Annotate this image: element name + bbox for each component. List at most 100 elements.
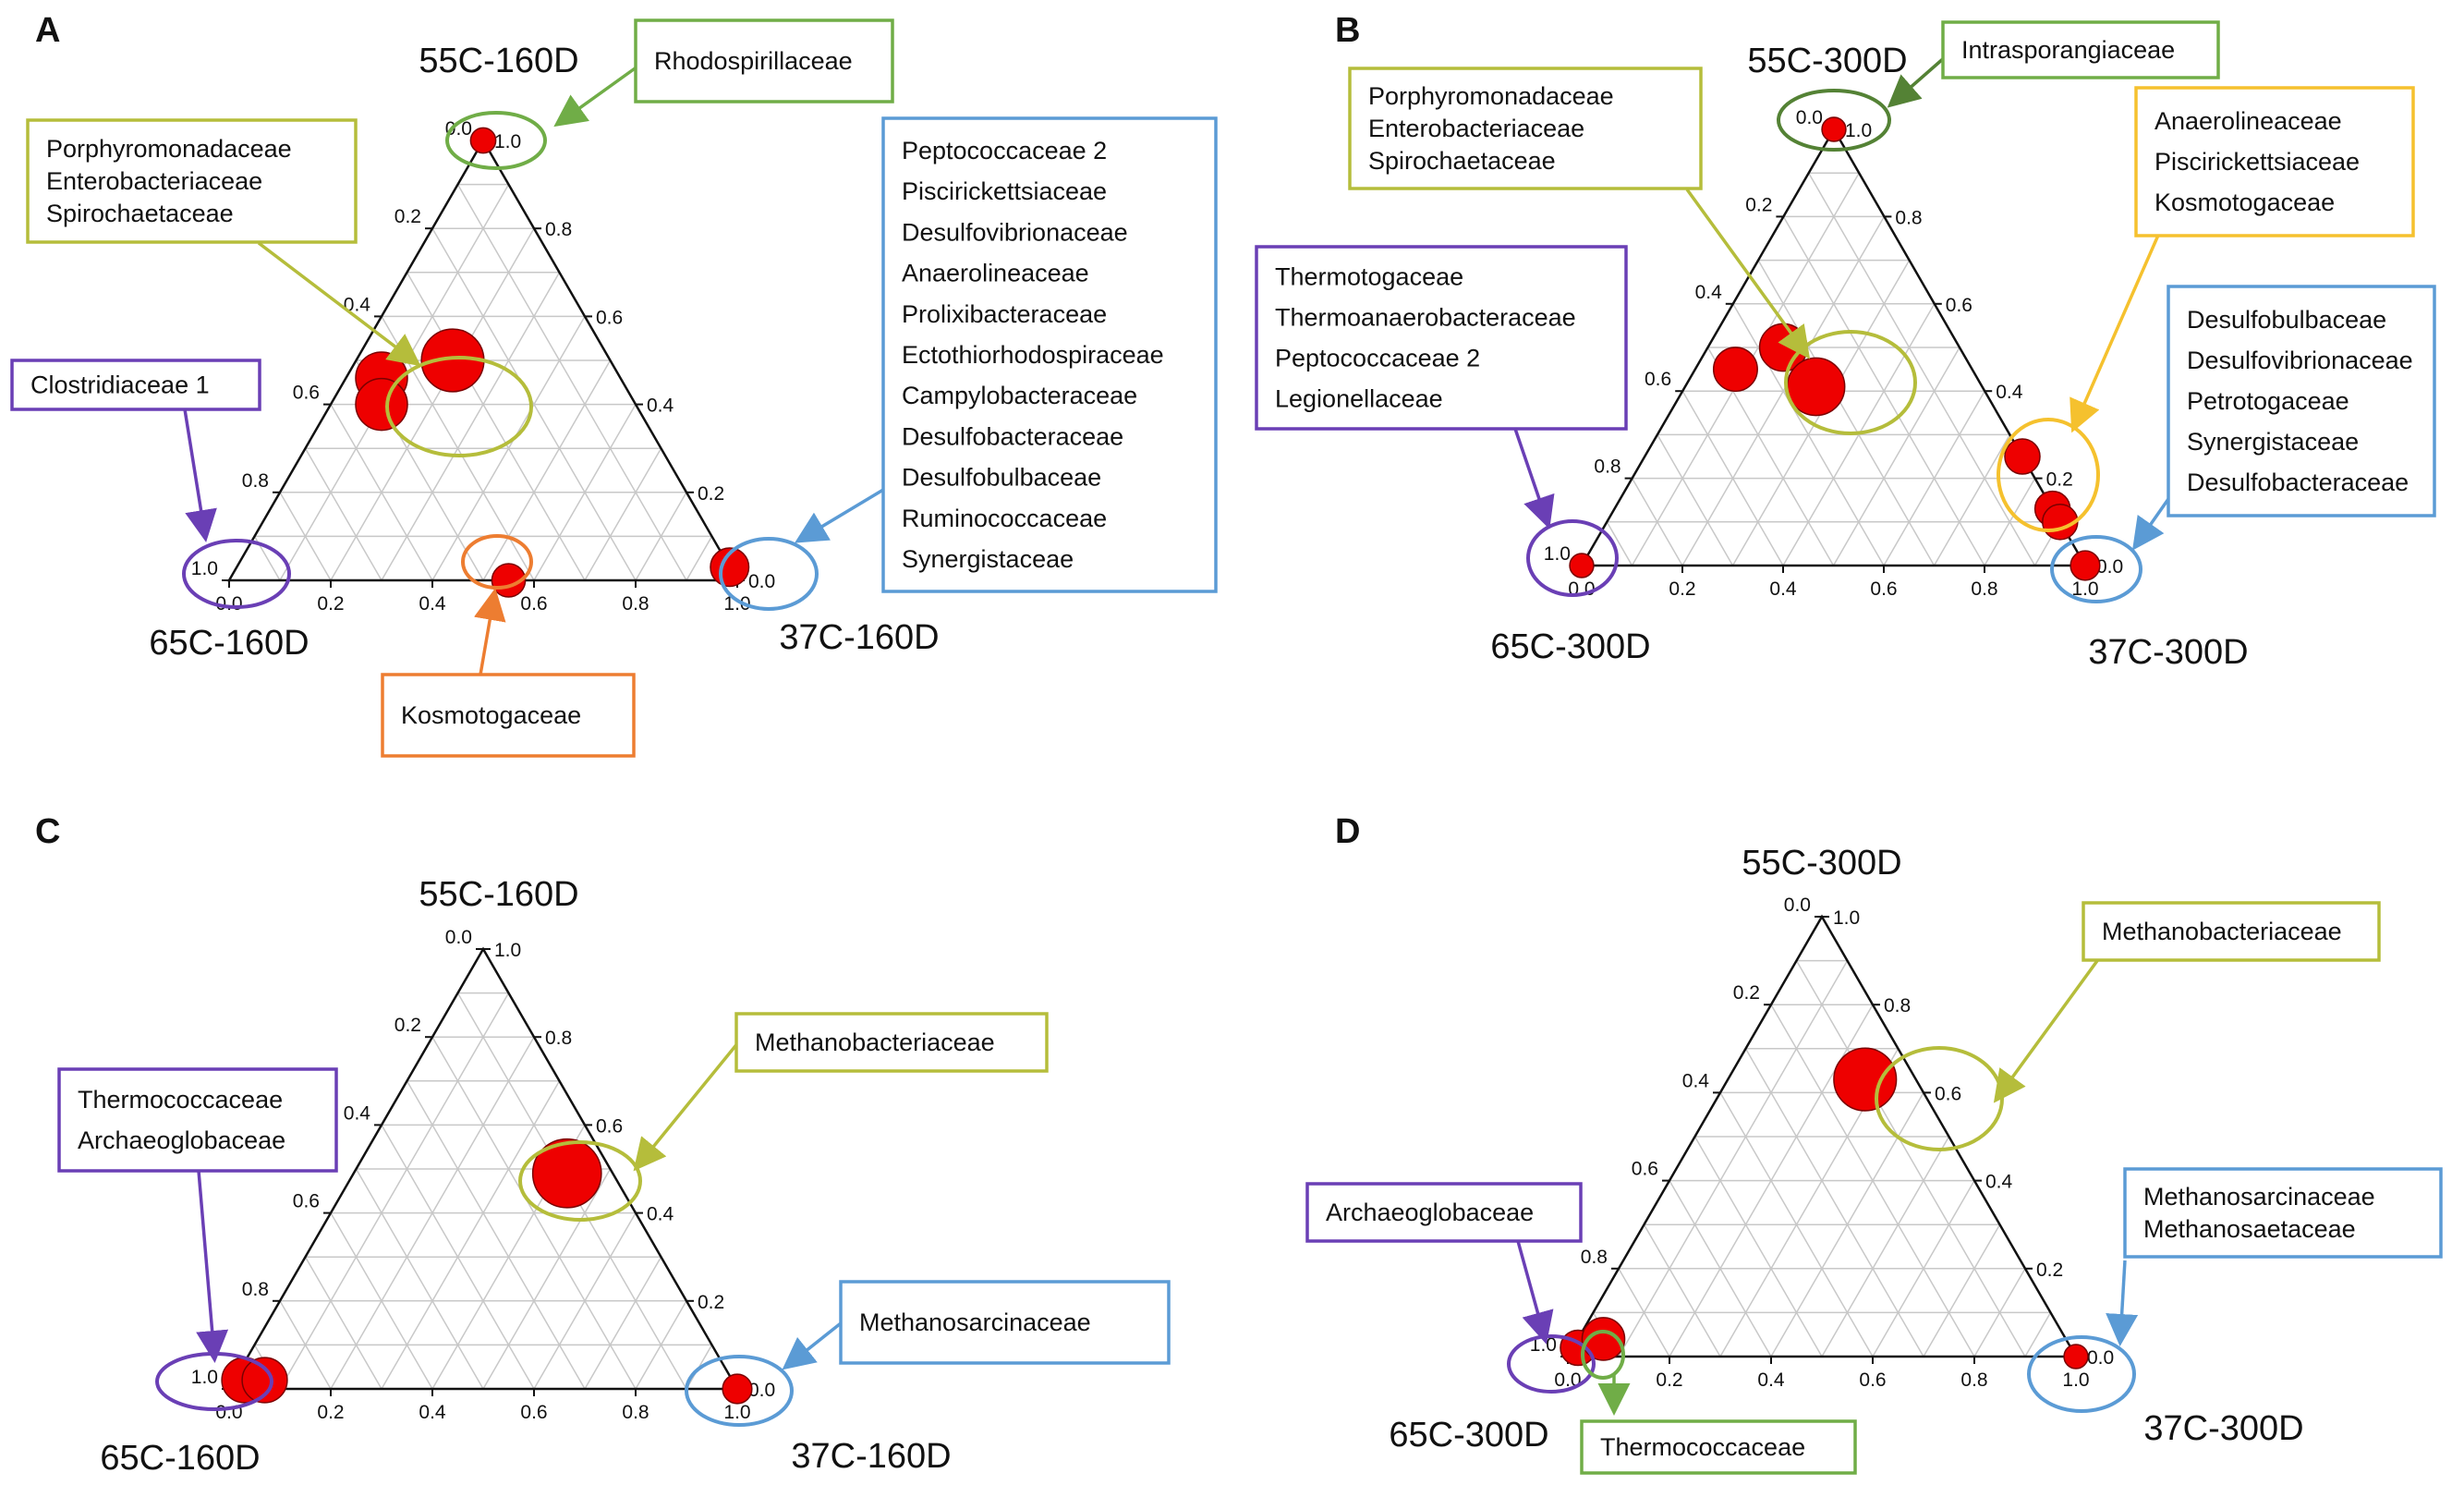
group-ellipse [685, 1355, 794, 1427]
tick-label-left: 1.0 [1544, 543, 1571, 565]
grid-line [584, 447, 662, 581]
grid-line [1643, 1223, 1721, 1357]
grid-line [330, 1212, 433, 1390]
tick-label-right: 0.0 [748, 1380, 775, 1401]
tick-label-left: 0.0 [445, 118, 472, 140]
grid-line [1770, 1004, 1975, 1357]
family-name: Thermoanaerobacteraceae [1275, 304, 1576, 332]
grid-lines [253, 183, 713, 581]
tick-label-right: 0.8 [545, 219, 572, 240]
family-name: Anaerolineaceae [902, 260, 1089, 287]
tick-label-right: 0.4 [1996, 382, 2023, 403]
tick-label-right: 0.2 [698, 1292, 724, 1313]
tick-label-left: 0.6 [1645, 369, 1671, 390]
grid-line [1757, 260, 1936, 566]
corner-label-left: 65C-300D [1389, 1416, 1548, 1455]
grid-lines [1592, 959, 2052, 1357]
tick-label-left: 0.8 [1581, 1247, 1608, 1268]
family-name: Methanosarcinaceae [859, 1309, 1091, 1336]
family-name: Thermococcaceae [1600, 1433, 1805, 1461]
family-name: Anaerolineaceae [2154, 107, 2342, 135]
callout-arrow [257, 241, 421, 367]
data-point [1712, 347, 1758, 393]
family-name: Methanosarcinaceae [2143, 1183, 2375, 1211]
family-name: Methanobacteriaceae [755, 1029, 995, 1056]
family-box [634, 18, 894, 103]
grid-line [1681, 390, 1784, 566]
grid-line [1618, 1268, 1670, 1357]
tick-label-right: 0.6 [1946, 295, 1972, 316]
corner-label-left: 65C-300D [1490, 627, 1650, 666]
grid-line [686, 536, 713, 581]
tick-label-left: 1.0 [191, 558, 218, 579]
data-point [1786, 357, 1846, 417]
data-point [1569, 553, 1595, 578]
tick-label-right: 0.4 [647, 1204, 674, 1225]
callout-arrow [1516, 1240, 1554, 1345]
family-name: Desulfobacteraceae [2187, 469, 2409, 496]
grid-line [431, 1036, 637, 1390]
group-ellipse [385, 356, 533, 457]
family-name: Petrotogaceae [2187, 387, 2349, 415]
tick-label-bottom: 0.6 [520, 1402, 547, 1423]
family-name: Synergistaceae [2187, 428, 2359, 456]
callout-arrow [633, 1040, 741, 1172]
tick-label-right: 0.6 [596, 307, 623, 328]
tick-label-bottom: 1.0 [723, 593, 750, 615]
tick-label-left: 1.0 [191, 1367, 218, 1388]
family-name: Enterobacteriaceae [1368, 115, 1584, 142]
grid-line [1657, 434, 1734, 566]
family-name: Synergistaceae [902, 545, 1074, 573]
family-box [881, 116, 1218, 593]
family-box [381, 673, 636, 758]
callout-arrow [1513, 428, 1555, 529]
grid-line [456, 184, 687, 581]
callout-arrow [794, 488, 884, 543]
tick-label-right: 0.0 [748, 571, 775, 592]
family-name: Methanobacteriaceae [2102, 918, 2342, 945]
family-name: Archaeoglobaceae [78, 1126, 285, 1154]
family-name: Kosmotogaceae [401, 701, 581, 729]
tick-label-left: 0.4 [1695, 282, 1723, 303]
grid-line [406, 1080, 586, 1390]
family-box [26, 118, 358, 244]
family-name: Spirochaetaceae [1368, 147, 1556, 175]
callout-arrow [196, 1170, 229, 1363]
family-box [2167, 285, 2436, 517]
data-point [1833, 1047, 1898, 1112]
data-point [2004, 438, 2041, 475]
tick-label-bottom: 0.2 [1656, 1369, 1682, 1391]
tick-label-left: 0.6 [1632, 1159, 1658, 1180]
grid-line [1782, 216, 1985, 566]
tick-label-left: 0.2 [1733, 982, 1760, 1004]
panel-letter: A [35, 11, 60, 50]
tick-label-left: 0.8 [242, 470, 269, 492]
grid-line [2024, 1312, 2052, 1357]
tick-label-left: 0.2 [1745, 194, 1772, 215]
panel-letter: B [1335, 11, 1360, 50]
callout-arrow [1887, 55, 1947, 108]
data-point [355, 377, 408, 432]
tick-label-left: 0.4 [344, 294, 371, 315]
family-name: Desulfobacteraceae [902, 422, 1123, 450]
data-point [2063, 1344, 2089, 1369]
family-box [2082, 901, 2381, 962]
family-name: Methanosaetaceae [2143, 1215, 2356, 1243]
triangle-axes [226, 138, 740, 582]
family-name: Ruminococcaceae [902, 505, 1107, 532]
tick-label-right: 1.0 [1845, 120, 1872, 141]
tick-label-bottom: 0.4 [419, 1402, 446, 1423]
family-name: Thermotogaceae [1275, 263, 1463, 291]
group-ellipse [182, 539, 291, 609]
data-point [2070, 550, 2101, 581]
callout-arrow [2070, 230, 2162, 433]
tick-label-left: 0.4 [344, 1102, 371, 1124]
family-name: Clostridiaceae 1 [30, 371, 210, 399]
tick-label-right: 1.0 [1833, 907, 1860, 929]
family-name: Enterobacteriaceae [46, 167, 262, 195]
ternary-panel-D: D0.01.00.00.20.80.20.40.60.40.60.40.60.8… [1305, 812, 2443, 1475]
grid-line [381, 272, 561, 581]
family-name: Peptococcaceae 2 [902, 137, 1107, 164]
tick-label-bottom: 0.0 [215, 593, 242, 615]
callout-arrow [183, 408, 217, 542]
